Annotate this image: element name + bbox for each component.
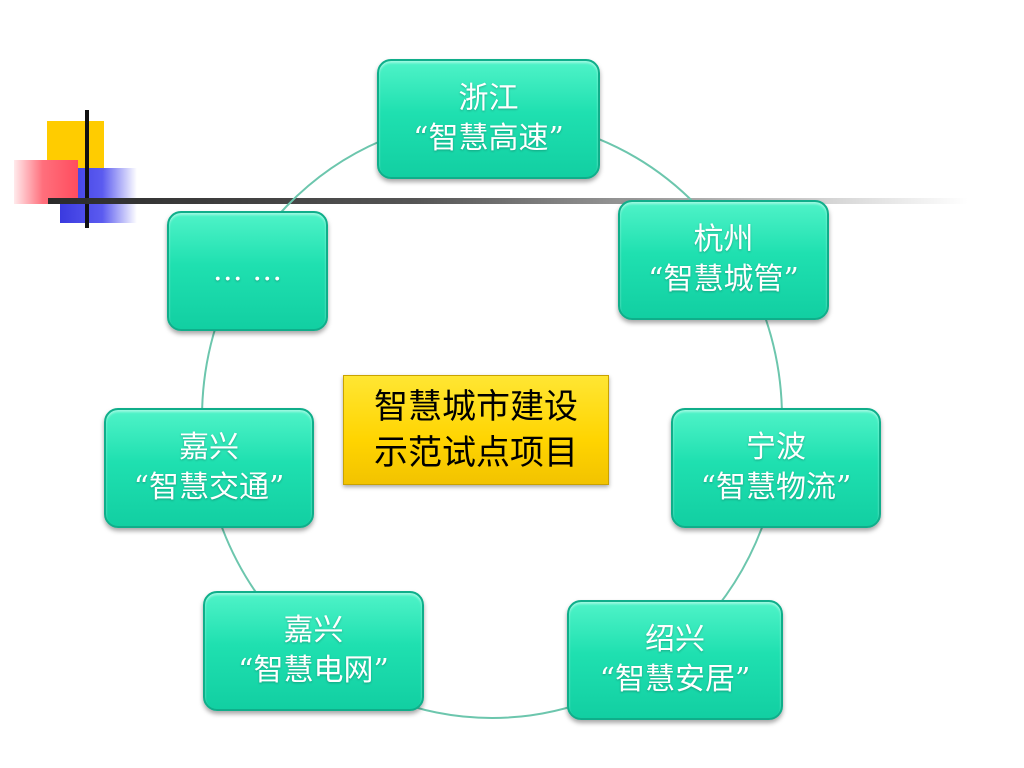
center-title-line-1: 智慧城市建设	[374, 387, 578, 427]
decor-vertical-line	[85, 110, 89, 228]
node-ningbo-smart-logistics: 宁波 “智慧物流”	[671, 408, 881, 528]
node-project-label: “智慧城管”	[648, 262, 799, 297]
node-shaoxing-smart-housing: 绍兴 “智慧安居”	[567, 600, 783, 720]
node-project-label: “智慧交通”	[133, 470, 285, 505]
node-city-label: 嘉兴	[283, 613, 344, 648]
decor-red-square	[14, 160, 78, 204]
center-title-line-2: 示范试点项目	[374, 433, 578, 473]
node-hangzhou-smart-city-management: 杭州 “智慧城管”	[618, 200, 829, 320]
node-project-label: “智慧物流”	[700, 470, 852, 505]
node-city-label: 杭州	[693, 222, 754, 257]
node-city-label: 宁波	[746, 430, 806, 465]
node-project-label: “智慧电网”	[238, 653, 389, 688]
node-jiaxing-smart-transport: 嘉兴 “智慧交通”	[104, 408, 314, 528]
node-city-label: 嘉兴	[179, 430, 239, 465]
node-ellipsis-label: … …	[212, 253, 283, 288]
node-project-label: “智慧安居”	[599, 662, 751, 697]
center-title-box: 智慧城市建设 示范试点项目	[343, 375, 609, 485]
header-rule	[48, 198, 968, 204]
node-city-label: 绍兴	[645, 622, 705, 657]
node-project-label: “智慧高速”	[413, 121, 564, 156]
node-zhejiang-smart-highway: 浙江 “智慧高速”	[377, 59, 600, 179]
node-city-label: 浙江	[458, 81, 519, 116]
node-more-ellipsis: … …	[167, 211, 328, 331]
node-jiaxing-smart-grid: 嘉兴 “智慧电网”	[203, 591, 424, 711]
